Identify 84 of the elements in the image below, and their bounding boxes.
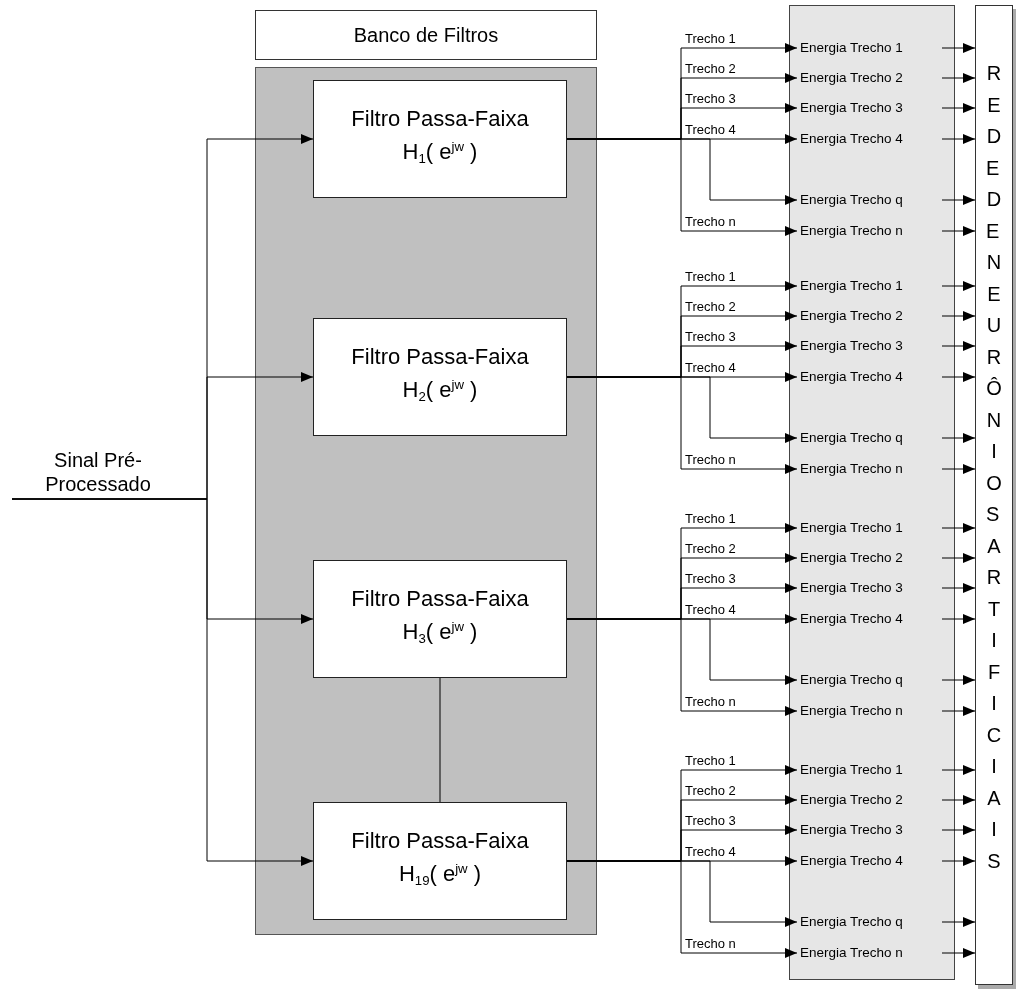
arrow: [941, 195, 976, 205]
energy-label: Energia Trecho 3: [797, 577, 942, 599]
energy-label: Energia Trecho 4: [797, 366, 942, 388]
arrow: [941, 103, 976, 113]
edge-label: Trecho 4: [684, 361, 737, 375]
edge-label: Trecho 2: [684, 784, 737, 798]
arrow: [941, 706, 976, 716]
arrow: [941, 433, 976, 443]
edge-label: Trecho 3: [684, 330, 737, 344]
arrow: [941, 226, 976, 236]
filter-label: Filtro Passa-Faixa H$_{2}$( e$^{jw}$ ): [350, 343, 530, 406]
arrow: [11, 498, 314, 866]
arrow: [941, 765, 976, 775]
energy-label: Energia Trecho n: [797, 942, 942, 964]
edge-label: Trecho n: [684, 695, 737, 709]
edge-label: Trecho 3: [684, 814, 737, 828]
edge-label: Trecho 4: [684, 123, 737, 137]
arrow: [941, 341, 976, 351]
energy-label: Energia Trecho 4: [797, 128, 942, 150]
energy-label: Energia Trecho n: [797, 458, 942, 480]
arrow: [941, 73, 976, 83]
arrow: [941, 614, 976, 624]
energy-label: Energia Trecho 1: [797, 37, 942, 59]
edge-label: Trecho 3: [684, 572, 737, 586]
energy-label: Energia Trecho 2: [797, 67, 942, 89]
edge-label: Trecho 3: [684, 92, 737, 106]
energy-label: Energia Trecho q: [797, 911, 942, 933]
arrow: [941, 372, 976, 382]
edge-label: Trecho 1: [684, 270, 737, 284]
edge-label: Trecho 2: [684, 62, 737, 76]
arrow: [941, 856, 976, 866]
filter-label: Filtro Passa-Faixa H$_{1}$( e$^{jw}$ ): [350, 105, 530, 168]
arrow: [941, 583, 976, 593]
energy-label: Energia Trecho q: [797, 427, 942, 449]
energy-label: Energia Trecho n: [797, 700, 942, 722]
edge-label: Trecho n: [684, 453, 737, 467]
filter-box: [313, 80, 567, 198]
arrow: [941, 311, 976, 321]
energy-label: Energia Trecho 3: [797, 335, 942, 357]
edge-label: Trecho 2: [684, 300, 737, 314]
energy-label: Energia Trecho 2: [797, 305, 942, 327]
energy-label: Energia Trecho q: [797, 189, 942, 211]
edge-label: Trecho n: [684, 937, 737, 951]
heading-text: Banco de Filtros: [353, 23, 499, 47]
arrow: [941, 825, 976, 835]
heading-box: [255, 10, 597, 60]
filter-label: Filtro Passa-Faixa H$_{19}$( e$^{jw}$ ): [350, 827, 530, 890]
energy-label: Energia Trecho 1: [797, 517, 942, 539]
energy-label: Energia Trecho q: [797, 669, 942, 691]
energy-label: Energia Trecho 2: [797, 789, 942, 811]
energy-label: Energia Trecho 3: [797, 819, 942, 841]
arrow: [941, 675, 976, 685]
edge-label: Trecho 2: [684, 542, 737, 556]
arrow: [941, 43, 976, 53]
connector-line: [439, 677, 441, 803]
filter-box: [313, 560, 567, 678]
edge-label: Trecho 1: [684, 32, 737, 46]
edge-label: Trecho 1: [684, 512, 737, 526]
edge-label: Trecho n: [684, 215, 737, 229]
arrow: [941, 523, 976, 533]
arrow: [941, 948, 976, 958]
energy-label: Energia Trecho 1: [797, 759, 942, 781]
arrow: [941, 464, 976, 474]
edge-label: Trecho 4: [684, 845, 737, 859]
edge-label: Trecho 1: [684, 754, 737, 768]
vertical-label: REDE DE NEURÔNIOS ARTIFICIAIS: [986, 61, 1002, 874]
arrow: [941, 795, 976, 805]
energy-label: Energia Trecho 4: [797, 850, 942, 872]
arrow: [941, 917, 976, 927]
energy-label: Energia Trecho 4: [797, 608, 942, 630]
energy-label: Energia Trecho n: [797, 220, 942, 242]
energy-label: Energia Trecho 1: [797, 275, 942, 297]
edge-label: Trecho 4: [684, 603, 737, 617]
energy-panel: [789, 5, 955, 980]
energy-label: Energia Trecho 3: [797, 97, 942, 119]
energy-label: Energia Trecho 2: [797, 547, 942, 569]
arrow: [941, 134, 976, 144]
filter-box: [313, 318, 567, 436]
filter-bank-panel: [255, 67, 597, 935]
arrow: [941, 281, 976, 291]
filter-box: [313, 802, 567, 920]
signal-label: Sinal Pré-Processado: [8, 448, 188, 498]
filter-label: Filtro Passa-Faixa H$_{3}$( e$^{jw}$ ): [350, 585, 530, 648]
arrow: [941, 553, 976, 563]
